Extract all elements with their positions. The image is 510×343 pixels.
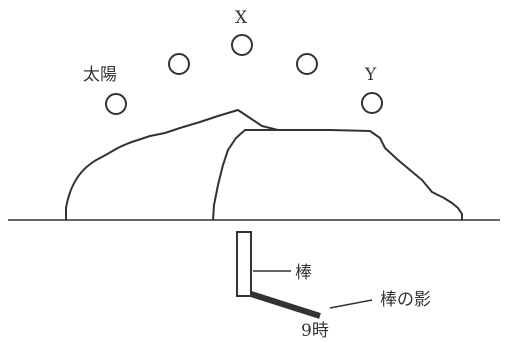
sun-position-x bbox=[231, 34, 253, 56]
shadow-leader bbox=[329, 299, 373, 309]
sun-position-1 bbox=[105, 93, 127, 115]
sun-position-2 bbox=[168, 53, 190, 75]
sun-position-y bbox=[361, 92, 383, 114]
sun-label: 太陽 bbox=[83, 65, 117, 85]
y-label: Y bbox=[364, 65, 377, 85]
time-label: 9時 bbox=[301, 321, 329, 341]
x-label: X bbox=[235, 8, 248, 28]
sun-positions bbox=[105, 34, 383, 115]
stick bbox=[236, 231, 252, 297]
left-hill bbox=[65, 109, 279, 220]
stick-shadow bbox=[250, 291, 321, 319]
right-hill bbox=[212, 129, 463, 221]
sun-position-4 bbox=[296, 53, 318, 75]
stick-label: 棒 bbox=[295, 263, 312, 283]
shadow-label: 棒の影 bbox=[380, 290, 431, 310]
